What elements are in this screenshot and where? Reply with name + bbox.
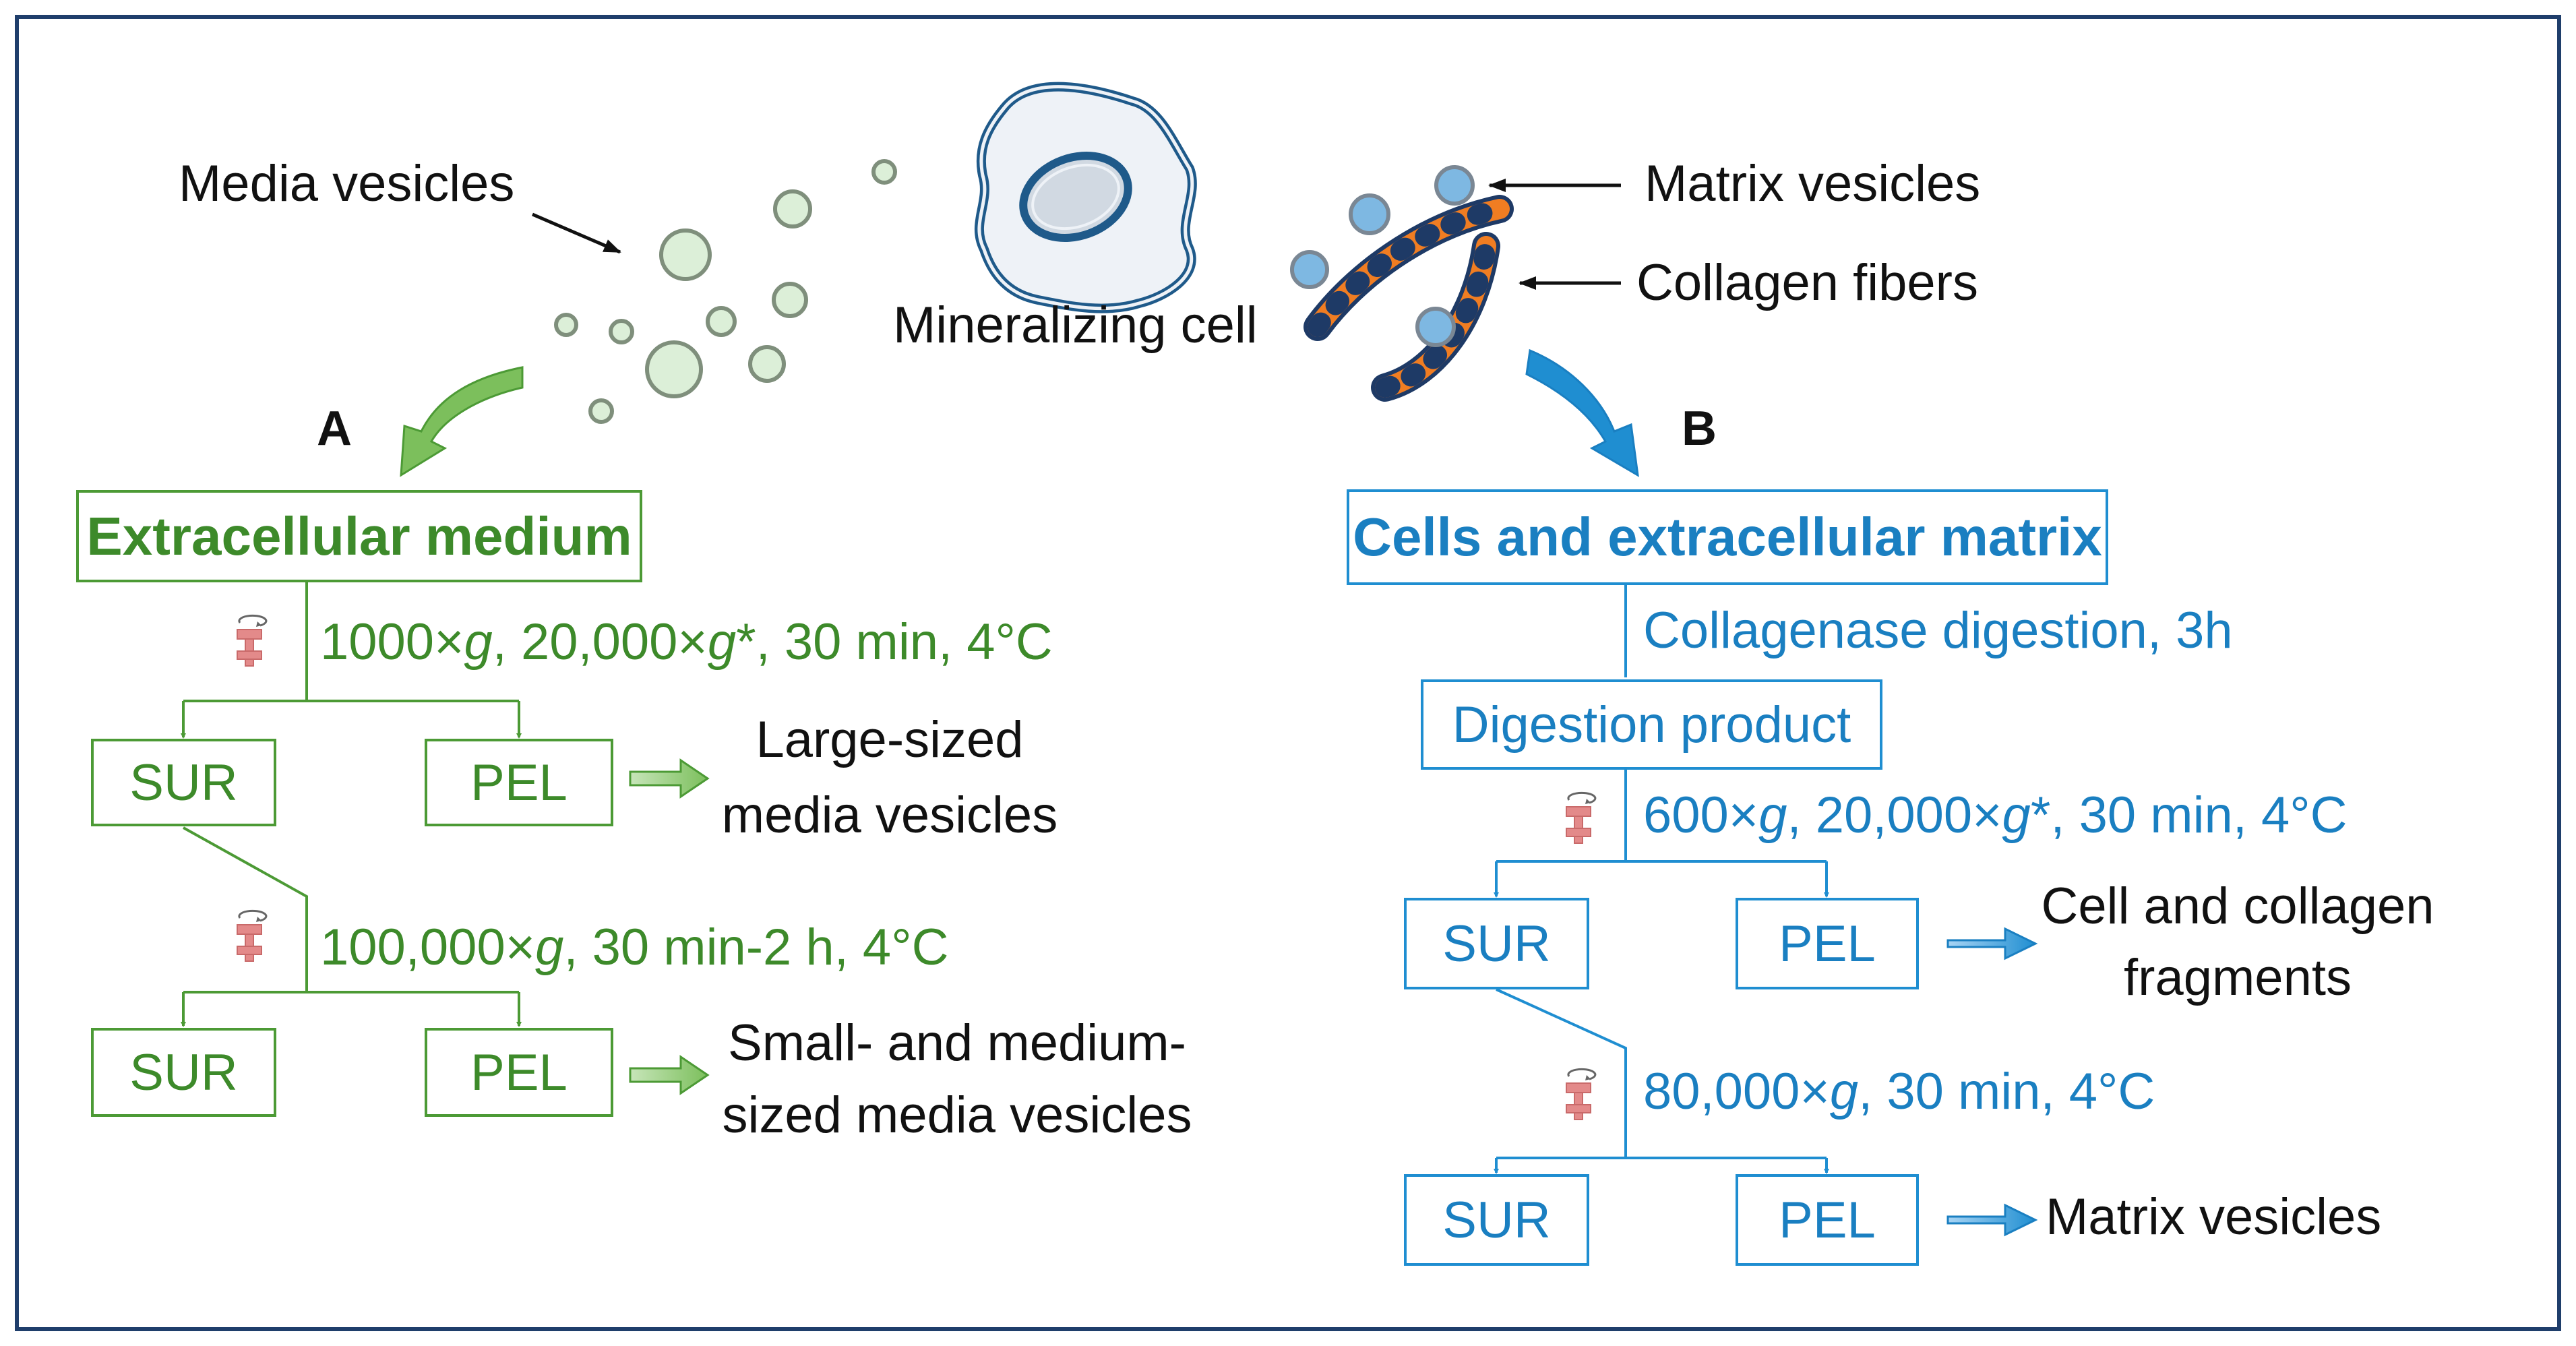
panel-a-letter: A (317, 402, 352, 456)
panel-b-row2-sur-box: SUR (1404, 1174, 1589, 1266)
panel-b-connectors (1494, 585, 1829, 1174)
panel-a-row1-arrow (629, 758, 710, 799)
panel-a-curved-arrow (400, 366, 524, 477)
mineralizing-cell-illustration (974, 82, 1197, 313)
panel-b-row1-pel-box: PEL (1736, 898, 1919, 989)
panel-b-start-box: Cells and extracellular matrix (1347, 489, 2108, 585)
panel-a-step1-mid: , 20,000× (492, 613, 708, 671)
panel-b-step1-text: 600×g, 20,000×g*, 30 min, 4°C (1643, 790, 2348, 841)
panel-b-step1-g1: g (1758, 787, 1787, 844)
mineralizing-cell-label: Mineralizing cell (893, 297, 1258, 354)
panel-b-step1-prefix: 600× (1643, 787, 1759, 844)
panel-a-row2-arrow (629, 1055, 710, 1095)
panel-b-row1-pel-label: PEL (1779, 915, 1876, 973)
panel-b-digestion-box-label: Digestion product (1452, 696, 1851, 754)
media-vesicles-illustration (554, 159, 897, 424)
panel-b-curved-arrow (1525, 348, 1639, 477)
panel-a-row2-pel-box: PEL (425, 1028, 613, 1117)
matrix-vesicles-illustration (1290, 165, 1475, 347)
panel-a-start-box-label: Extracellular medium (86, 506, 632, 566)
panel-a-step1-text: 1000×g, 20,000×g*, 30 min, 4°C (320, 617, 1053, 668)
panel-b-step1-suffix: *, 30 min, 4°C (2030, 787, 2348, 844)
panel-b-step1-g2: g (2002, 787, 2031, 844)
panel-b-letter: B (1682, 402, 1717, 456)
panel-b-row1-result-line1: Cell and collagen (2041, 878, 2434, 935)
panel-b-row1-arrow (1946, 927, 2038, 960)
panel-b-step2-suffix: , 30 min, 4°C (1858, 1063, 2155, 1120)
panel-a-row2-pel-label: PEL (470, 1043, 568, 1101)
panel-a-step1-suffix: *, 30 min, 4°C (736, 613, 1053, 671)
panel-b-row1-result-line2: fragments (2124, 949, 2352, 1006)
outer-frame (15, 15, 2561, 1331)
panel-a-step1-g1: g (464, 613, 493, 671)
panel-a-row2-sur-label: SUR (129, 1043, 238, 1101)
panel-a-row1-sur-box: SUR (91, 739, 276, 826)
panel-b-digestion-box: Digestion product (1421, 679, 1882, 770)
collagen-fibers-illustration (1304, 195, 1514, 402)
panel-b-row1-sur-box: SUR (1404, 898, 1589, 989)
panel-a-start-box: Extracellular medium (76, 490, 642, 582)
panel-a-row2-sur-box: SUR (91, 1028, 276, 1117)
panel-b-row2-result: Matrix vesicles (2046, 1188, 2382, 1246)
panel-a-step2-g1: g (535, 919, 564, 976)
panel-a-row1-sur-label: SUR (129, 754, 238, 812)
panel-a-row1-pel-box: PEL (425, 739, 613, 826)
media-vesicles-pointer (532, 212, 621, 254)
panel-a-row1-result-line1: Large-sized (756, 711, 1024, 768)
panel-b-step2-g1: g (1829, 1063, 1859, 1120)
matrix-vesicles-label: Matrix vesicles (1645, 155, 1981, 212)
panel-a-row1-result-line2: media vesicles (721, 787, 1058, 844)
panel-b-row2-arrow (1946, 1203, 2038, 1237)
panel-a-step2-prefix: 100,000× (320, 919, 536, 976)
collagen-fibers-label: Collagen fibers (1636, 254, 1978, 311)
panel-a-row2-result-line1: Small- and medium- (728, 1014, 1186, 1072)
panel-b-step2-text: 80,000×g, 30 min, 4°C (1643, 1066, 2155, 1118)
panel-b-row1-sur-label: SUR (1442, 915, 1551, 973)
panel-a-row1-pel-label: PEL (470, 754, 568, 812)
panel-b-row2-pel-label: PEL (1779, 1191, 1876, 1249)
panel-b-digestion-step-text: Collagenase digestion, 3h (1643, 602, 2233, 659)
media-vesicles-label: Media vesicles (179, 155, 515, 212)
panel-a-connectors (181, 581, 522, 1027)
panel-a-step1-g2: g (707, 613, 737, 671)
panel-a-row2-result-line2: sized media vesicles (722, 1087, 1192, 1144)
panel-a-step2-suffix: , 30 min-2 h, 4°C (563, 919, 949, 976)
panel-a-step1-prefix: 1000× (320, 613, 464, 671)
panel-b-step2-prefix: 80,000× (1643, 1063, 1830, 1120)
panel-b-row2-pel-box: PEL (1736, 1174, 1919, 1266)
panel-a-step2-text: 100,000×g, 30 min-2 h, 4°C (320, 922, 948, 973)
panel-b-step1-mid: , 20,000× (1787, 787, 2002, 844)
panel-b-start-box-label: Cells and extracellular matrix (1353, 507, 2102, 567)
panel-b-row2-sur-label: SUR (1442, 1191, 1551, 1249)
